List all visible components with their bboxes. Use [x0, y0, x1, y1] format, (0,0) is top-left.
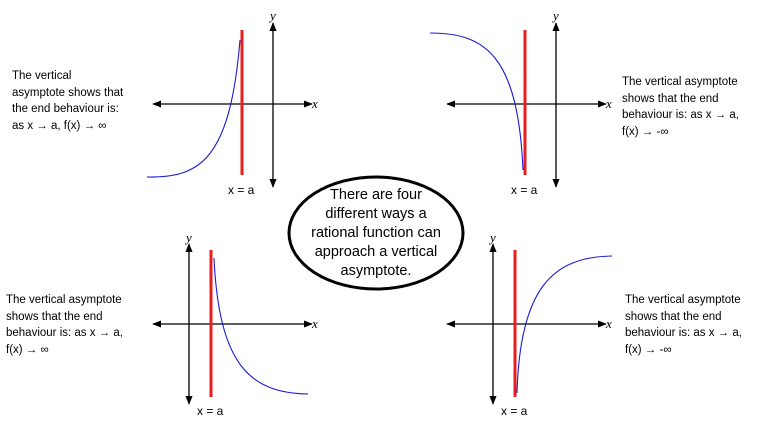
- description-line: shows that the end: [622, 92, 719, 105]
- description-top-right: The vertical asymptote shows that the en…: [622, 74, 739, 140]
- panel-bottom-right: x y x = a: [446, 230, 613, 418]
- x-axis-label: x: [311, 96, 318, 111]
- asymptote-label: x = a: [197, 404, 224, 418]
- function-curve: [516, 255, 613, 394]
- description-line: shows that the end: [6, 310, 103, 323]
- callout-line: There are four: [330, 186, 422, 203]
- description-line: behaviour is: as x → a,: [625, 327, 742, 339]
- callout-line: approach a vertical: [314, 243, 438, 260]
- asymptote-label: x = a: [501, 404, 528, 418]
- panel-bottom-left: x y x = a: [152, 230, 318, 418]
- description-line: behaviour is: as x → a,: [6, 327, 123, 339]
- description-top-left: The vertical asymptote shows that the en…: [12, 68, 123, 134]
- description-line: f(x) → -∞: [625, 343, 672, 356]
- asymptote-label: x = a: [511, 183, 538, 197]
- function-curve: [429, 32, 524, 171]
- asymptote-label: x = a: [228, 183, 255, 197]
- x-axis-label: x: [605, 316, 612, 331]
- description-line: The vertical asymptote: [625, 294, 741, 306]
- description-line: shows that the end: [625, 310, 722, 323]
- function-curve: [146, 39, 241, 178]
- description-line: asymptote shows that: [12, 86, 124, 99]
- description-bottom-right: The vertical asymptote shows that the en…: [625, 292, 742, 358]
- x-axis-label: x: [605, 96, 612, 111]
- y-axis-label: y: [551, 8, 559, 23]
- y-axis-label: y: [184, 230, 192, 245]
- description-line: The vertical asymptote: [6, 294, 122, 306]
- description-line: f(x) → -∞: [622, 125, 669, 138]
- y-axis-label: y: [488, 230, 496, 245]
- callout-ellipse: [287, 175, 465, 291]
- x-axis-label: x: [311, 316, 318, 331]
- description-line: behaviour is: as x → a,: [622, 109, 739, 121]
- description-line: the end behaviour is:: [12, 103, 119, 115]
- description-bottom-left: The vertical asymptote shows that the en…: [6, 292, 123, 358]
- callout-text: There are four different ways a rational…: [289, 177, 463, 289]
- description-line: f(x) → ∞: [6, 343, 49, 356]
- panel-top-right: x y x = a: [429, 8, 612, 197]
- description-line: as x → a, f(x) → ∞: [12, 119, 107, 132]
- panel-top-left: x y x = a: [146, 8, 318, 197]
- callout-line: rational function can: [311, 224, 441, 241]
- description-line: The vertical: [12, 70, 72, 82]
- callout-line: different ways a: [325, 205, 427, 222]
- y-axis-label: y: [268, 8, 276, 23]
- callout-line: asymptote.: [340, 262, 412, 279]
- description-line: The vertical asymptote: [622, 76, 738, 88]
- function-curve: [213, 257, 309, 395]
